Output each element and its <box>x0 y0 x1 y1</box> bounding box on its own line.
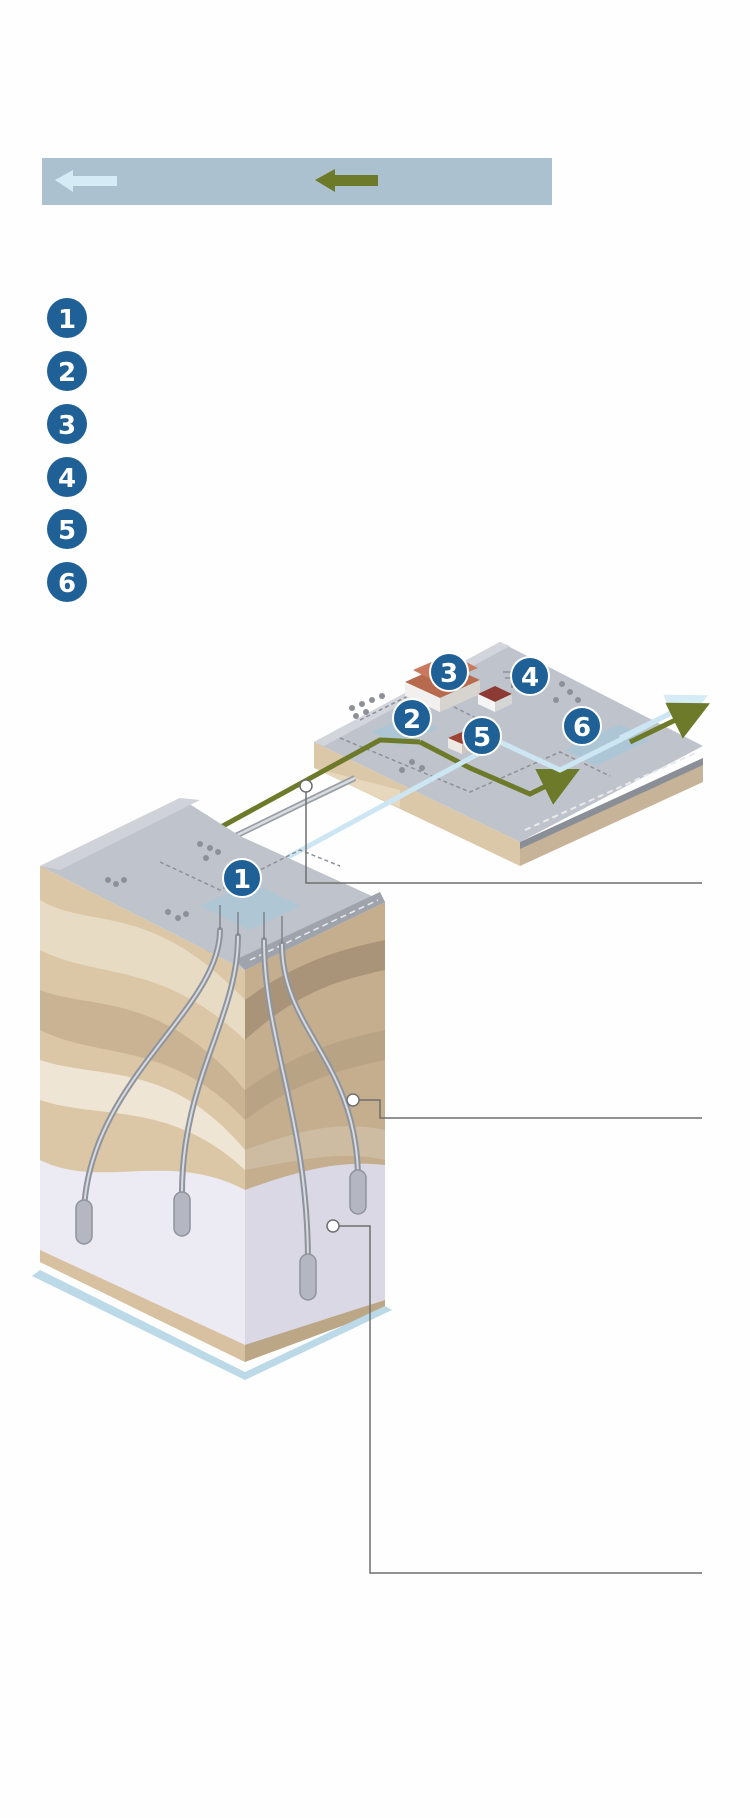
callout-reservoir <box>326 1219 702 1574</box>
step-3-number: 3 <box>58 411 76 441</box>
step-4-number: 4 <box>58 464 76 494</box>
step-1: 1 <box>47 298 87 338</box>
step-6: 6 <box>47 562 87 602</box>
badge-4-number: 4 <box>521 663 539 693</box>
step-3: 3 <box>47 404 87 444</box>
badge-2: 2 <box>392 698 432 738</box>
badge-3: 3 <box>429 652 469 692</box>
badge-6: 6 <box>562 706 602 746</box>
badge-6-number: 6 <box>573 713 591 743</box>
step-2: 2 <box>47 351 87 391</box>
well-pumps <box>75 1169 367 1301</box>
badge-2-number: 2 <box>403 705 421 735</box>
surface-plant-block <box>314 642 711 866</box>
trees-plant <box>349 681 581 773</box>
underground-block <box>32 798 392 1380</box>
production-wells-core <box>83 929 359 1263</box>
badge-3-number: 3 <box>440 659 458 689</box>
badge-1-number: 1 <box>233 865 251 895</box>
badge-5-number: 5 <box>473 723 491 753</box>
badge-5: 5 <box>462 716 502 756</box>
diagram-badges: 1 2 3 4 5 6 <box>222 652 602 898</box>
well-heads <box>219 905 283 944</box>
hot-water-arrow-icon <box>315 169 378 192</box>
steps-list: 1 2 3 4 5 6 <box>47 298 87 602</box>
badge-1: 1 <box>222 858 262 898</box>
step-2-number: 2 <box>58 358 76 388</box>
callout-lines <box>299 779 702 1574</box>
callout-well-casing <box>346 1093 702 1119</box>
step-5-number: 5 <box>58 516 76 546</box>
step-6-number: 6 <box>58 569 76 599</box>
step-1-number: 1 <box>58 305 76 335</box>
step-5: 5 <box>47 509 87 549</box>
flow-legend-bar <box>42 158 552 205</box>
cold-water-arrow-icon <box>55 170 117 192</box>
trees-field <box>105 841 221 921</box>
callout-pipeline <box>299 779 702 884</box>
badge-4: 4 <box>510 656 550 696</box>
step-4: 4 <box>47 457 87 497</box>
